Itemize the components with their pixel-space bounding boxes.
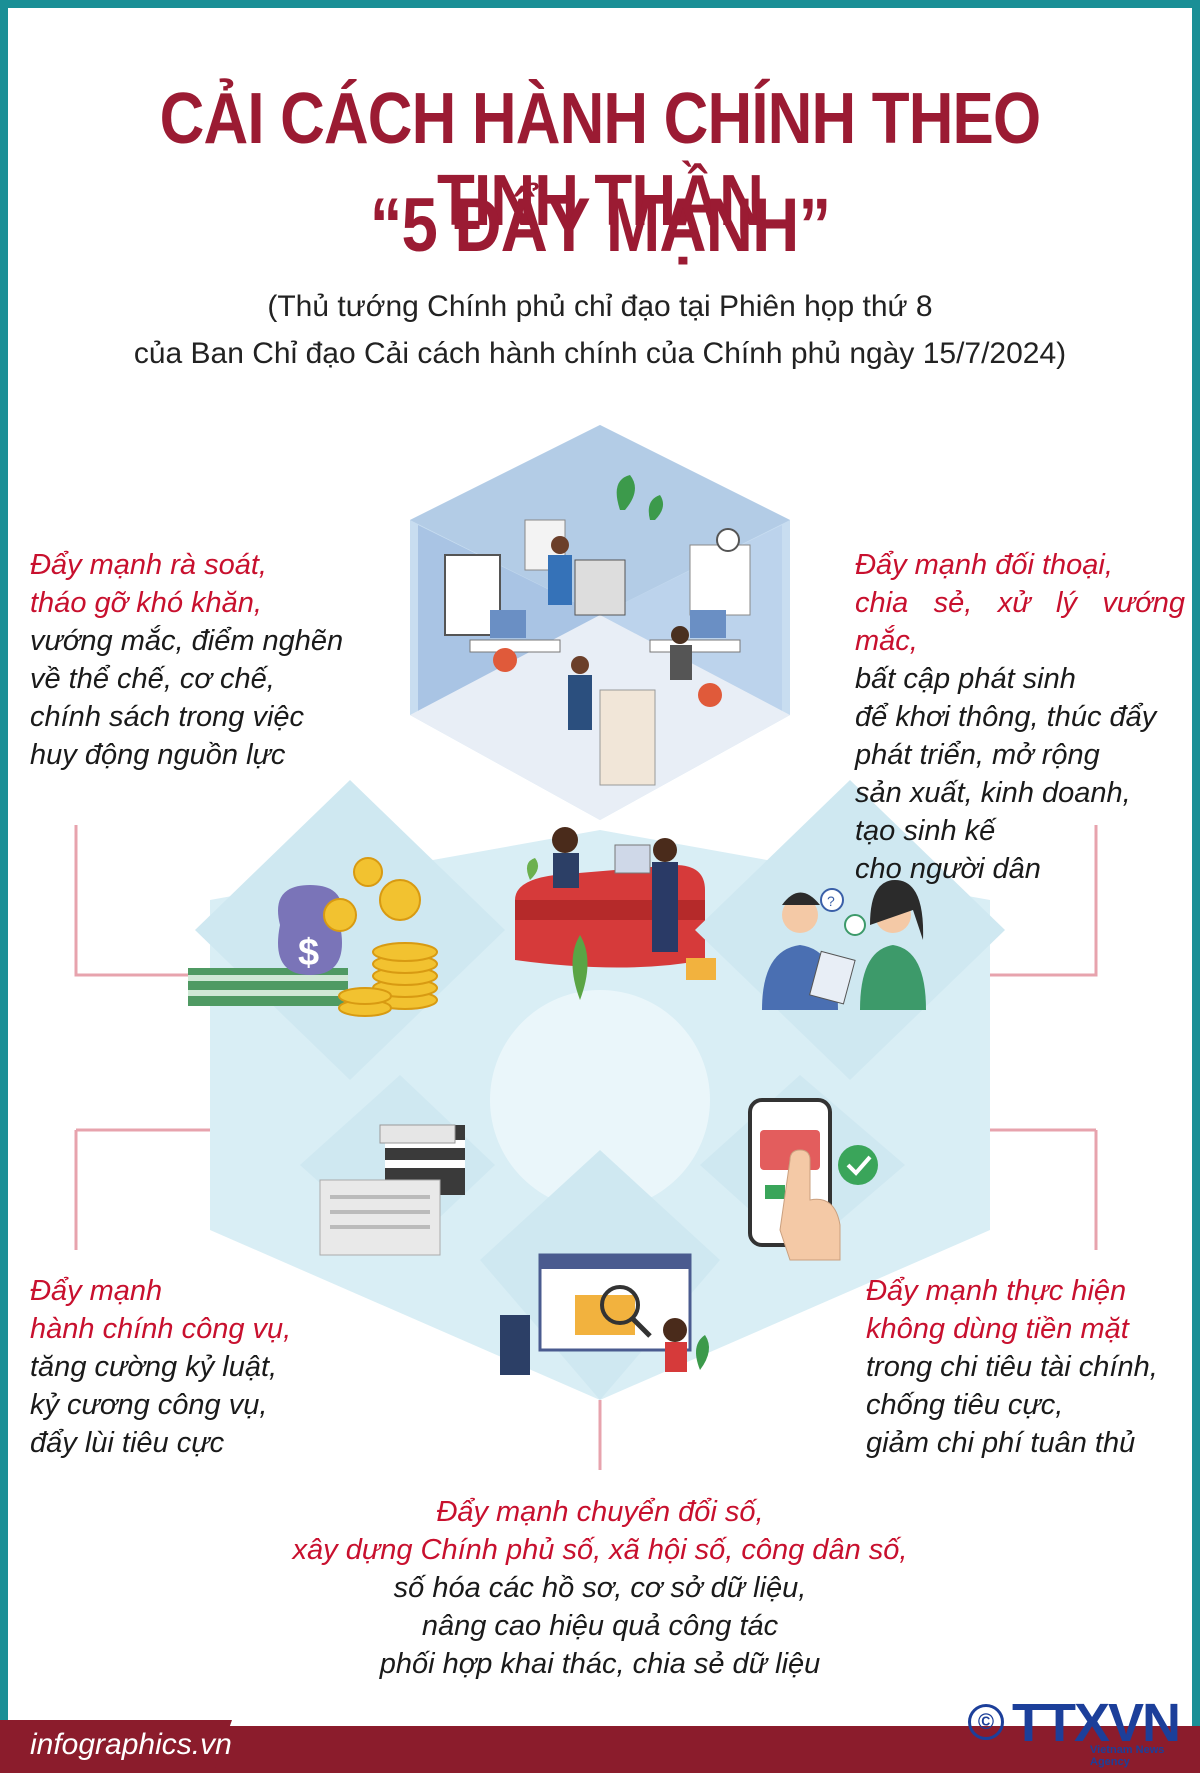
item-2-line8: cho người dân [855,853,1041,885]
item-2-line3: bất cập phát sinh [855,663,1076,695]
item-4-line3: trong chi tiêu tài chính, [866,1351,1158,1383]
site-link[interactable]: infographics.vn [30,1728,232,1761]
item-3-line5: đẩy lùi tiêu cực [30,1427,225,1459]
item-1-text: Đẩy mạnh rà soát, tháo gỡ khó khăn, vướn… [30,546,370,774]
item-4-text: Đẩy mạnh thực hiện không dùng tiền mặt t… [866,1272,1172,1462]
item-4-red-line2: không dùng tiền mặt [866,1313,1129,1345]
item-4-line5: giảm chi phí tuân thủ [866,1427,1136,1459]
svg-text:?: ? [827,893,835,909]
item-1-red-line1: Đẩy mạnh rà soát, [30,549,267,581]
item-2-line7: tạo sinh kế [855,815,996,847]
item-5-line3: số hóa các hồ sơ, cơ sở dữ liệu, [393,1572,807,1604]
ttxvn-logo: TTXVN [1012,1693,1181,1753]
item-1-line6: huy động nguồn lực [30,739,286,771]
item-5-text: Đẩy mạnh chuyển đổi số, xây dựng Chính p… [200,1493,1000,1683]
mobile-payment-icon [700,1075,905,1261]
item-5-red-line2: xây dựng Chính phủ số, xã hội số, công d… [292,1534,908,1566]
subtitle-line2: của Ban Chỉ đạo Cải cách hành chính của … [133,337,1067,370]
item-1-line3: vướng mắc, điểm nghẽn [30,625,344,657]
svg-text:$: $ [298,932,319,974]
paper-stack-icon [300,1075,495,1256]
item-2-line4: để khơi thông, thúc đẩy [855,701,1157,733]
item-1-line5: chính sách trong việc [30,701,305,733]
page-title-line2: “5 ĐẨY MẠNH” [369,183,831,268]
footer-tab [0,1720,232,1773]
digital-data-icon [480,1150,720,1400]
money-coins-icon: $ [188,780,505,1080]
item-2-text: Đẩy mạnh đối thoại, chia sẻ, xử lý vướng… [855,546,1185,888]
item-2-line5: phát triển, mở rộng [855,739,1100,771]
item-2-red-line2: chia sẻ, xử lý vướng mắc, [855,587,1185,657]
item-5-line5: phối hợp khai thác, chia sẻ dữ liệu [379,1648,821,1680]
item-3-text: Đẩy mạnh hành chính công vụ, tăng cường … [30,1272,350,1462]
page-title-line1: CẢI CÁCH HÀNH CHÍNH THEO TINH THẦN [159,79,1041,241]
item-5-red-line1: Đẩy mạnh chuyển đổi số, [436,1496,764,1528]
copyright-icon: © [968,1704,1004,1740]
item-3-line4: kỷ cương công vụ, [30,1389,268,1421]
item-4-line4: chống tiêu cực, [866,1389,1064,1421]
item-3-line3: tăng cường kỷ luật, [30,1351,278,1383]
item-3-red-line2: hành chính công vụ, [30,1313,292,1345]
ttxvn-logo-sub: Vietnam News Agency [1090,1744,1165,1768]
reception-desk-icon [515,827,716,1000]
item-2-red-line1: Đẩy mạnh đối thoại, [855,549,1113,581]
office-room-icon [410,425,790,820]
item-2-line6: sản xuất, kinh doanh, [855,777,1131,809]
item-3-red-line1: Đẩy mạnh [30,1275,163,1307]
dialogue-people-icon: ? [695,780,1005,1080]
subtitle-line1: (Thủ tướng Chính phủ chỉ đạo tại Phiên h… [267,290,933,323]
item-5-line4: nâng cao hiệu quả công tác [421,1610,779,1642]
item-1-line4: về thể chế, cơ chế, [30,663,275,695]
item-4-red-line1: Đẩy mạnh thực hiện [866,1275,1127,1307]
item-1-red-line2: tháo gỡ khó khăn, [30,587,262,619]
